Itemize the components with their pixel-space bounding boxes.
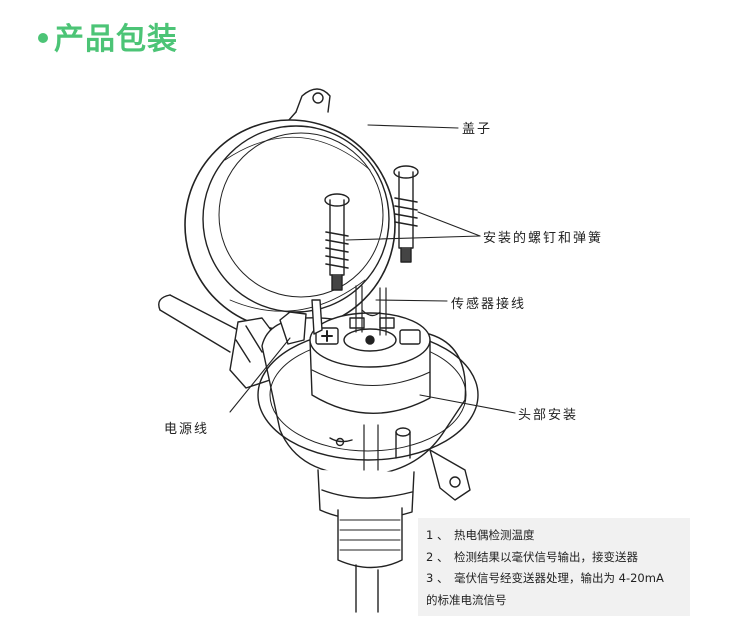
plus-sign-icon: [321, 330, 333, 342]
stem-and-probe: [317, 424, 415, 613]
note-item: 2 、检测结果以毫伏信号输出，接变送器: [426, 549, 638, 564]
bullet-dot-icon: [38, 33, 48, 43]
sensor-wires: [355, 285, 387, 336]
section-title: 产品包装: [54, 22, 178, 57]
section-header: 产品包装: [38, 14, 178, 58]
label-head-install: 头部安装: [518, 408, 579, 423]
right-screw-spring: [393, 165, 419, 263]
transmitter-module: [309, 312, 431, 414]
leader-lines: [229, 124, 516, 414]
label-sensor-wiring: 传感器接线: [451, 297, 527, 312]
label-cover: 盖子: [462, 122, 493, 137]
left-screw-spring: [324, 193, 350, 291]
label-screws-springs: 安装的螺钉和弹簧: [483, 231, 604, 246]
note-item: 3 、毫伏信号经变送器处理，输出为 4-20mA: [426, 571, 664, 585]
note-item: 的标准电流信号: [426, 592, 507, 607]
mount-plate: [279, 299, 323, 345]
notes-panel: 1 、热电偶检测温度 2 、检测结果以毫伏信号输出，接变送器 3 、毫伏信号经变…: [418, 518, 690, 616]
label-power-line: 电源线: [164, 422, 210, 437]
cover-lid: [184, 119, 396, 331]
hinge: [279, 88, 331, 131]
note-item: 1 、热电偶检测温度: [426, 528, 535, 542]
